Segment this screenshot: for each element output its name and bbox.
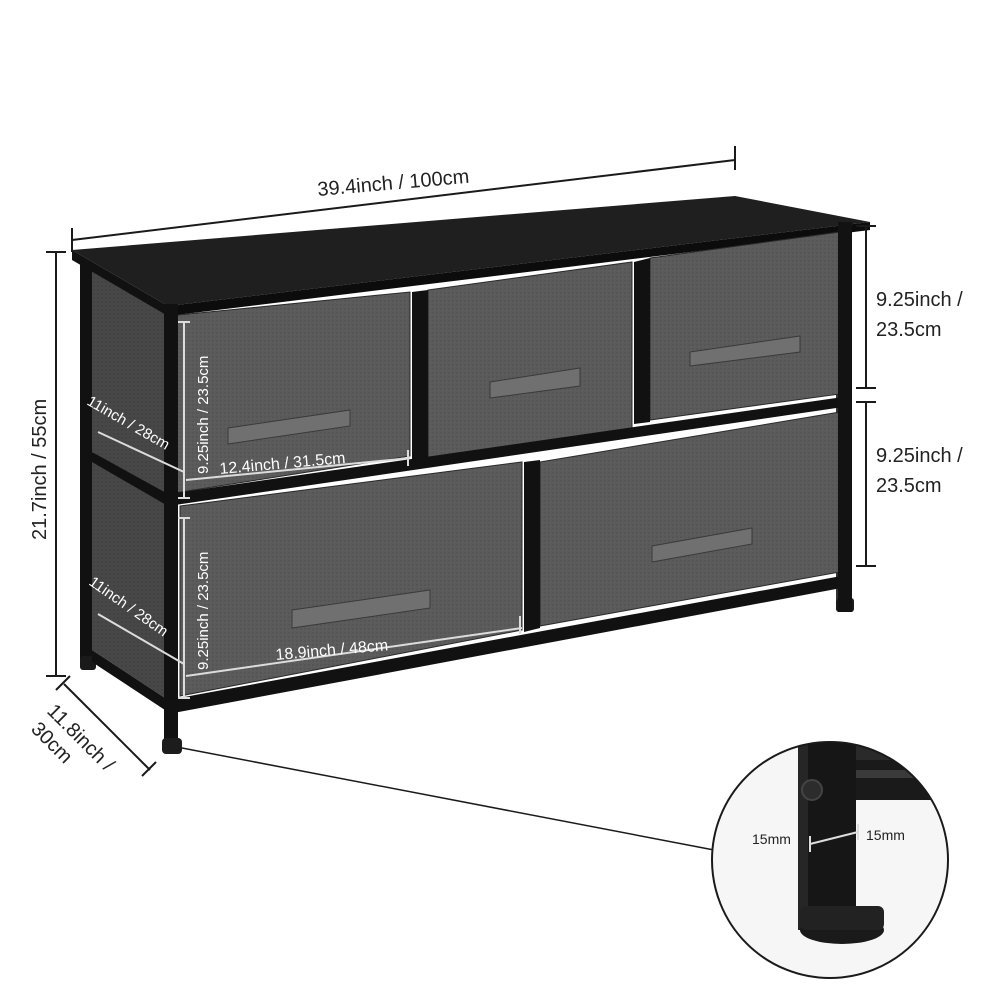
leg-width-label-left: 15mm xyxy=(752,831,791,847)
drawer-top-right xyxy=(649,231,841,421)
right-lower-label-line2: 23.5cm xyxy=(876,475,942,497)
middle-rail xyxy=(168,396,850,506)
drawer-top-left xyxy=(167,291,411,495)
front-left-post xyxy=(164,304,178,744)
leg-detail-inset: 15mm 15mm xyxy=(711,741,949,979)
drawer-bottom-left xyxy=(179,461,523,697)
bottom-rail xyxy=(168,574,852,714)
large-drawer-height-label: 9.25inch / 23.5cm xyxy=(195,552,212,670)
lower-left-side-panel xyxy=(92,458,168,700)
front-left-foot xyxy=(162,738,182,754)
back-left-post xyxy=(80,262,92,662)
upper-divider-2 xyxy=(634,258,650,424)
total-height-label: 21.7inch / 55cm xyxy=(29,399,51,540)
right-upper-label-line1: 9.25inch / xyxy=(876,289,963,311)
dresser xyxy=(72,196,870,754)
drawer-handle xyxy=(227,409,351,445)
lower-divider xyxy=(524,460,540,632)
upper-left-side-panel xyxy=(92,270,168,500)
drawer-handle xyxy=(489,367,581,399)
right-upper-height-dimension: 9.25inch / 23.5cm xyxy=(856,225,963,389)
right-upper-label-line2: 23.5cm xyxy=(876,319,942,341)
drawer-top-middle xyxy=(427,261,633,459)
upper-divider-1 xyxy=(412,290,428,462)
drawer-handle xyxy=(291,589,431,629)
drawer-bottom-right xyxy=(539,411,841,627)
front-right-post xyxy=(838,222,852,612)
leg-width-label-right: 15mm xyxy=(866,827,905,843)
bottom-side-rail xyxy=(92,650,168,712)
tabletop-front-edge xyxy=(168,222,870,316)
bolt-icon xyxy=(801,779,823,801)
drawer-handle xyxy=(651,527,753,563)
callout-leader-line xyxy=(181,747,715,851)
small-drawer-height-label: 9.25inch / 23.5cm xyxy=(195,356,212,474)
tabletop xyxy=(72,196,870,306)
tabletop-side-edge xyxy=(72,250,168,316)
right-lower-label-line1: 9.25inch / xyxy=(876,445,963,467)
overall-height-dimension: 21.7inch / 55cm xyxy=(29,251,66,677)
drawer-handle xyxy=(689,335,801,367)
right-lower-height-dimension: 9.25inch / 23.5cm xyxy=(856,401,963,567)
middle-rail-side xyxy=(92,452,168,506)
